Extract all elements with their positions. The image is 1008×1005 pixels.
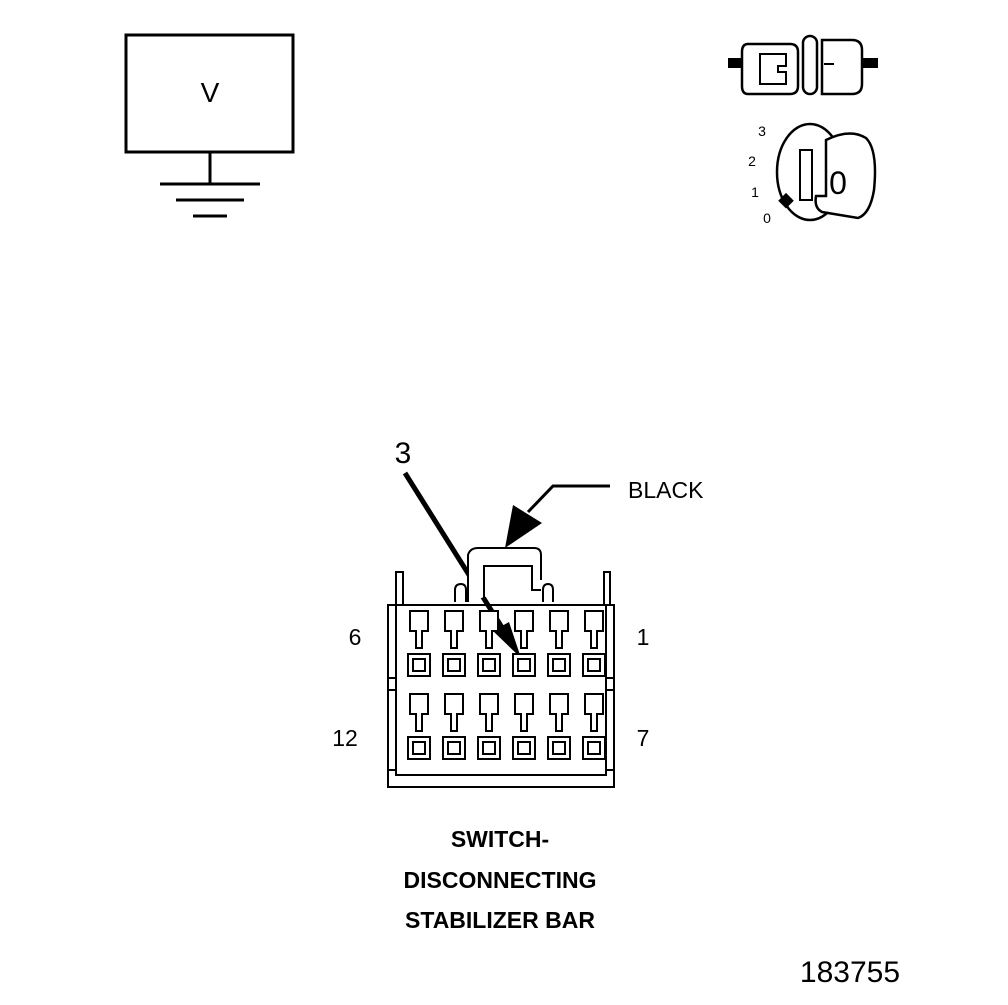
pin-label-1: 1 [637,624,650,650]
key-position-0: 0 [763,210,771,226]
pin-label-6: 6 [349,624,362,650]
caption-line-1: SWITCH- [451,826,549,852]
key-position-3: 3 [758,123,766,139]
key-position-2: 2 [748,153,756,169]
pin-label-12: 12 [332,725,358,751]
pin-terminal-top-3 [477,610,501,677]
pin-row-bottom [407,693,606,760]
pin-row-top [407,610,606,677]
pin-terminal-bottom-1 [407,693,431,760]
pin-terminal-top-1 [407,610,431,677]
pin-label-7: 7 [637,725,650,751]
voltmeter-symbol: V [124,33,295,218]
ground-icon [160,152,260,218]
pin-terminal-bottom-3 [477,693,501,760]
connector-face [387,547,615,788]
pin-terminal-bottom-4 [512,693,536,760]
key-position-1: 1 [751,184,759,200]
caption-line-2: DISCONNECTING [404,867,597,893]
pin-terminal-bottom-2 [442,693,466,760]
pin-terminal-bottom-5 [547,693,571,760]
connector-color-label: BLACK [628,477,704,503]
pin-terminal-top-4 [512,610,536,677]
disconnected-connector-icon [728,34,878,96]
pin-terminal-top-6 [582,610,606,677]
pin-terminal-top-5 [547,610,571,677]
ignition-key-icon: 3 2 1 0 0 [748,122,877,226]
figure-number: 183755 [800,956,900,989]
color-leader-arrow [505,484,610,548]
voltmeter-label: V [201,77,220,108]
pin-callout-number: 3 [395,437,412,470]
pin-terminal-bottom-6 [582,693,606,760]
pin-terminal-top-2 [442,610,466,677]
key-position-indicator: 0 [829,165,847,201]
caption-line-3: STABILIZER BAR [405,907,595,933]
pin-callout-arrow [402,471,521,658]
